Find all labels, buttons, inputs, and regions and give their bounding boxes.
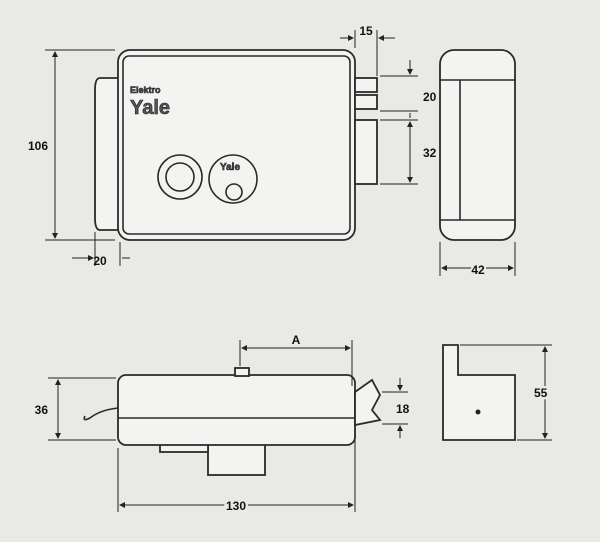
dim-32: 32 (423, 146, 437, 160)
dim-15: 15 (359, 24, 373, 38)
dim-20-cap: 20 (93, 254, 107, 268)
dim-42: 42 (471, 263, 485, 277)
dim-36: 36 (35, 403, 49, 417)
button-outer (157, 154, 203, 200)
lock-body (117, 49, 356, 241)
dim-20-bolt: 20 (423, 90, 437, 104)
dim-55: 55 (534, 386, 548, 400)
dim-130: 130 (226, 499, 246, 513)
bottom-view: A 36 18 130 (35, 333, 410, 516)
latch-bottom (354, 378, 382, 427)
dim-18: 18 (396, 402, 410, 416)
end-view: 55 (442, 344, 552, 441)
lock-cap (94, 77, 121, 231)
brand-logo: Yale (130, 97, 170, 119)
cylinder-brand: Yale (220, 162, 240, 173)
cylinder (208, 154, 258, 204)
keyhole (225, 183, 243, 201)
front-view: Elektro Yale Yale 106 20 15 20 32 (28, 24, 437, 268)
dim-A: A (292, 333, 301, 347)
dim-106: 106 (28, 139, 48, 153)
side-view: 42 (439, 49, 516, 279)
brand-small: Elektro (130, 85, 161, 95)
deadbolt (354, 77, 378, 93)
latch (354, 119, 378, 185)
button-inner (165, 162, 195, 192)
